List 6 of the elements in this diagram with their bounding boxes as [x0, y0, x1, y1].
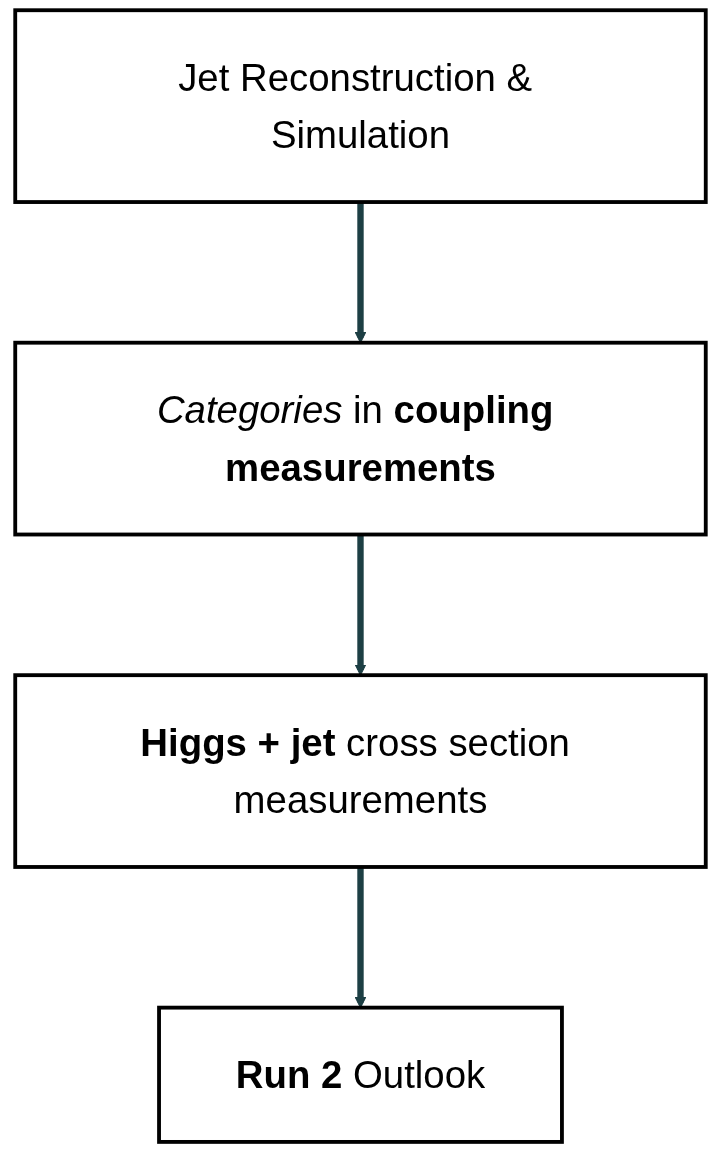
- node-box: Categories in coupling measurements: [13, 340, 708, 537]
- arrow: [354, 534, 367, 676]
- node-box: Jet Reconstruction & Simulation: [13, 8, 708, 204]
- arrow: [354, 202, 367, 344]
- node-box: Higgs + jet cross section measurements: [13, 673, 708, 869]
- node-box: Run 2 Outlook: [157, 1005, 564, 1144]
